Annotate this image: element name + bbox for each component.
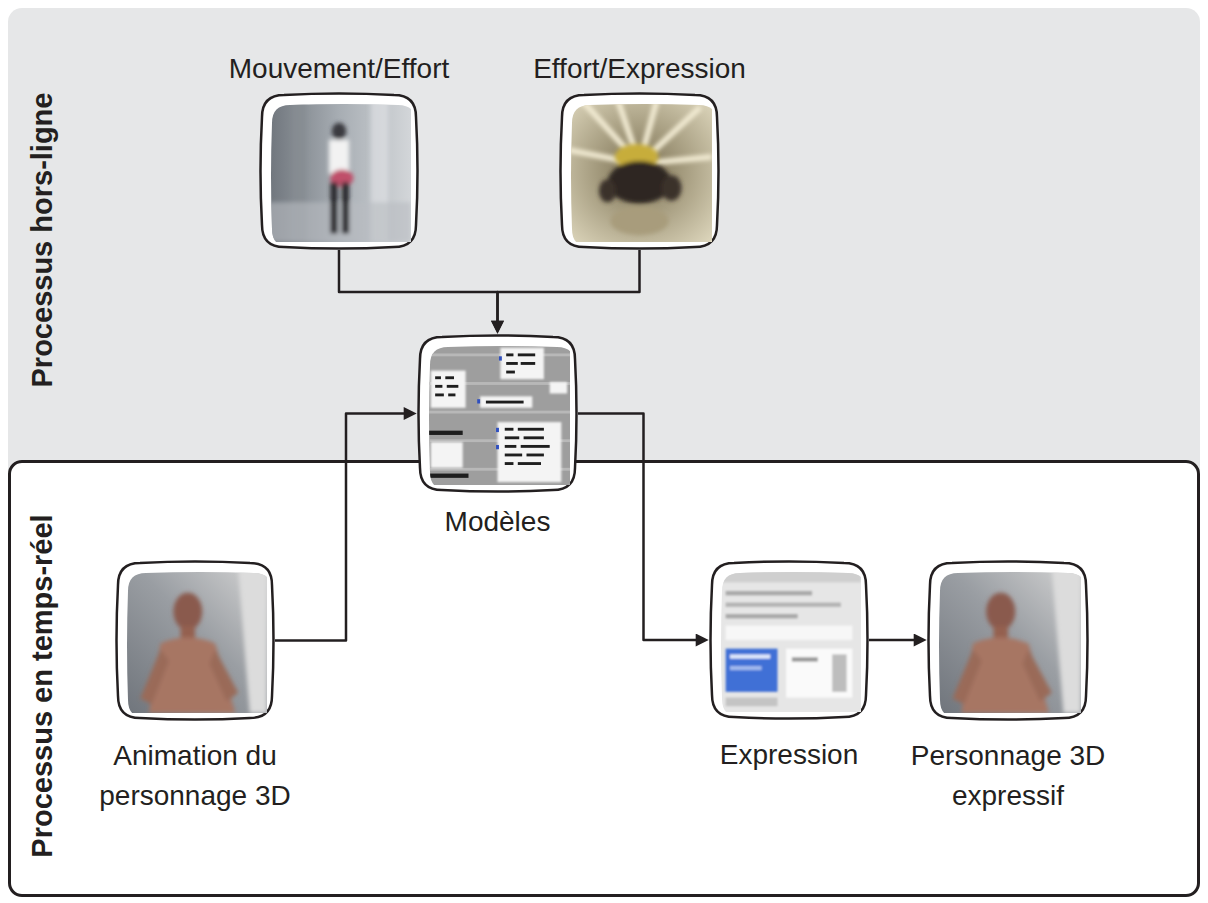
image-tile: Effort/Expression xyxy=(562,95,717,247)
flow-arrow xyxy=(339,250,498,329)
band-label-box: Processus hors-ligne xyxy=(25,93,60,388)
tile-caption: Animation du personnage 3D xyxy=(70,736,320,816)
tile-frame xyxy=(930,563,1086,718)
tile-outline xyxy=(117,562,274,720)
image-tile: Animation du personnage 3D xyxy=(118,563,272,718)
tile-outline xyxy=(261,94,418,249)
tile-caption-box: Personnage 3D expressif xyxy=(883,736,1133,816)
tile-caption-box: Modèles xyxy=(445,502,551,542)
tile-caption-box: Expression xyxy=(720,735,859,775)
tile-outline xyxy=(561,94,719,249)
tile-caption: Expression xyxy=(720,735,859,775)
band-label: Processus en temps-réel xyxy=(25,514,60,857)
tile-picture xyxy=(567,100,712,242)
image-tile: Modèles xyxy=(420,337,575,490)
tile-picture xyxy=(935,568,1081,713)
tile-caption: Mouvement/Effort xyxy=(229,49,449,89)
tile-caption-box: Animation du personnage 3D xyxy=(70,736,320,816)
band-label-box: Processus en temps-réel xyxy=(25,514,60,857)
tile-frame xyxy=(118,563,272,718)
realtime-band-fill xyxy=(8,460,1200,897)
tile-frame xyxy=(712,563,866,717)
tile-caption: Personnage 3D expressif xyxy=(883,736,1133,816)
image-tile: Expression xyxy=(712,563,866,717)
tile-caption: Modèles xyxy=(445,502,551,542)
offline-band-fill xyxy=(8,8,1200,488)
process-band: Processus hors-ligneMouvement/EffortEffo… xyxy=(8,8,1200,460)
tile-outline xyxy=(711,562,868,719)
tile-picture xyxy=(717,568,861,712)
flow-arrow xyxy=(869,639,922,642)
tile-caption: Effort/Expression xyxy=(533,49,746,89)
tile-picture xyxy=(267,100,411,242)
flow-arrow xyxy=(275,414,412,641)
tile-caption-box: Mouvement/Effort xyxy=(229,49,449,89)
tile-picture xyxy=(425,342,570,485)
tile-frame xyxy=(420,337,575,490)
image-tile: Mouvement/Effort xyxy=(262,95,416,247)
tile-frame xyxy=(262,95,416,247)
process-band: Processus en temps-réelAnimation du pers… xyxy=(8,460,1200,897)
flow-arrow xyxy=(498,250,640,329)
band-label: Processus hors-ligne xyxy=(25,93,60,388)
flow-arrow xyxy=(578,414,704,641)
tile-outline xyxy=(419,336,577,492)
tile-outline xyxy=(929,562,1088,720)
tile-picture xyxy=(123,568,267,713)
image-tile: Personnage 3D expressif xyxy=(930,563,1086,718)
tile-caption-box: Effort/Expression xyxy=(533,49,746,89)
tile-frame xyxy=(562,95,717,247)
